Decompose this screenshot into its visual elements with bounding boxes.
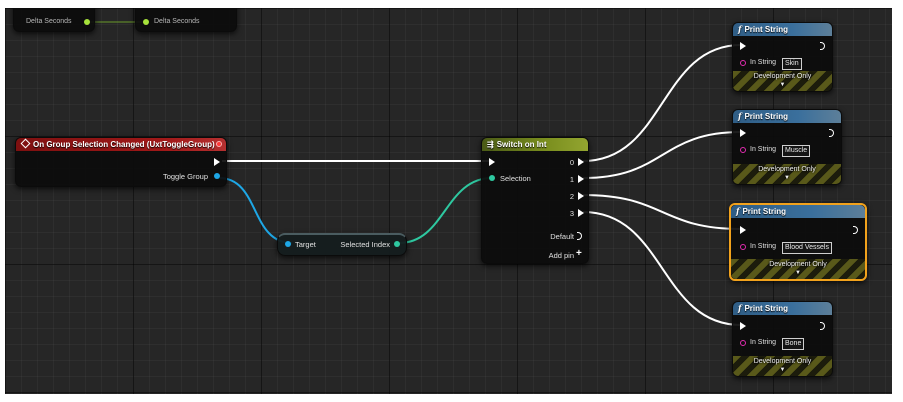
function-icon: f bbox=[736, 206, 740, 216]
delta-seconds-label: Delta Seconds bbox=[154, 18, 200, 25]
expand-arrow-icon[interactable]: ▼ bbox=[784, 175, 790, 181]
wire-selected-index-to-selection[interactable] bbox=[398, 177, 493, 244]
default-label: Default bbox=[550, 232, 574, 241]
wire-switch-3-to-print-bone[interactable] bbox=[582, 211, 742, 326]
in-string-value-field[interactable]: Blood Vessels bbox=[782, 242, 832, 254]
print-string-title: Print String bbox=[742, 207, 787, 216]
event-diamond-icon bbox=[20, 138, 31, 149]
switch-output-pin-1[interactable] bbox=[578, 175, 584, 183]
print-exec-output-pin[interactable] bbox=[829, 129, 834, 137]
switch-output-pin-0[interactable] bbox=[578, 158, 584, 166]
toggle-group-label: Toggle Group bbox=[162, 172, 208, 181]
delta-seconds-pin[interactable] bbox=[84, 19, 90, 25]
target-input-pin[interactable] bbox=[285, 241, 291, 247]
development-only-banner: Development Only ▼ bbox=[731, 259, 865, 279]
event-delegate-pin[interactable] bbox=[216, 141, 222, 147]
development-only-banner: Development Only ▼ bbox=[733, 356, 832, 376]
switch-output-label-0: 0 bbox=[569, 158, 574, 167]
plus-icon[interactable]: + bbox=[576, 248, 582, 259]
add-pin-button[interactable]: Add pin bbox=[548, 251, 574, 260]
target-label: Target bbox=[295, 240, 316, 249]
expand-arrow-icon[interactable]: ▼ bbox=[779, 367, 786, 373]
switch-on-int-node[interactable]: ⇶Switch on Int Selection 0 1 2 3 Default… bbox=[481, 137, 589, 264]
in-string-pin[interactable] bbox=[740, 147, 746, 153]
switch-output-pin-3[interactable] bbox=[578, 209, 584, 217]
print-exec-input-pin[interactable] bbox=[740, 129, 746, 137]
switch-output-label-1: 1 bbox=[569, 175, 574, 184]
development-only-label: Development Only bbox=[769, 261, 827, 268]
switch-icon: ⇶ bbox=[487, 140, 494, 149]
event-exec-output-pin[interactable] bbox=[214, 158, 220, 166]
delta-seconds-node-left[interactable]: Delta Seconds bbox=[13, 8, 95, 32]
print-exec-input-pin[interactable] bbox=[740, 322, 746, 330]
development-only-label: Development Only bbox=[753, 358, 812, 365]
event-node-title: On Group Selection Changed (UxtToggleGro… bbox=[33, 140, 215, 149]
print-exec-input-pin[interactable] bbox=[740, 226, 746, 234]
default-output-pin[interactable] bbox=[577, 232, 582, 240]
delta-seconds-node-right[interactable]: Delta Seconds bbox=[135, 8, 237, 32]
in-string-value-field[interactable]: Bone bbox=[782, 338, 805, 350]
function-icon: f bbox=[738, 303, 742, 313]
wire-layer bbox=[84, 21, 742, 326]
function-icon: f bbox=[738, 111, 742, 121]
event-node-on-group-selection-changed[interactable]: On Group Selection Changed (UxtToggleGro… bbox=[15, 137, 227, 187]
selection-label: Selection bbox=[500, 174, 531, 183]
selected-index-output-pin[interactable] bbox=[394, 241, 400, 247]
in-string-pin[interactable] bbox=[740, 244, 746, 250]
switch-output-label-2: 2 bbox=[569, 192, 574, 201]
development-only-label: Development Only bbox=[753, 73, 812, 80]
blueprint-graph-canvas[interactable]: Delta Seconds Delta Seconds On Group Sel… bbox=[5, 8, 892, 394]
delta-seconds-label: Delta Seconds bbox=[26, 18, 72, 25]
development-only-banner: Development Only ▼ bbox=[733, 164, 841, 184]
in-string-label: In String bbox=[750, 146, 777, 153]
get-selected-index-node[interactable]: Target Selected Index bbox=[277, 233, 407, 256]
delta-seconds-input-pin[interactable] bbox=[143, 19, 149, 25]
in-string-pin[interactable] bbox=[740, 60, 746, 66]
in-string-value-field[interactable]: Skin bbox=[782, 58, 802, 70]
switch-output-label-3: 3 bbox=[569, 209, 574, 218]
print-exec-output-pin[interactable] bbox=[820, 42, 825, 50]
in-string-label: In String bbox=[750, 339, 777, 346]
in-string-value-field[interactable]: Muscle bbox=[782, 145, 811, 157]
print-exec-output-pin[interactable] bbox=[853, 226, 858, 234]
print-string-title: Print String bbox=[744, 112, 789, 121]
in-string-label: In String bbox=[750, 59, 777, 66]
print-string-title: Print String bbox=[744, 304, 789, 313]
print-exec-output-pin[interactable] bbox=[820, 322, 825, 330]
expand-arrow-icon[interactable]: ▼ bbox=[795, 270, 801, 276]
wire-switch-2-to-print-blood[interactable] bbox=[582, 194, 742, 230]
selection-input-pin[interactable] bbox=[489, 175, 495, 181]
toggle-group-pin[interactable] bbox=[214, 173, 220, 179]
switch-exec-input-pin[interactable] bbox=[489, 158, 495, 166]
selected-index-label: Selected Index bbox=[340, 240, 390, 249]
expand-arrow-icon[interactable]: ▼ bbox=[779, 82, 786, 88]
in-string-pin[interactable] bbox=[740, 340, 746, 346]
print-exec-input-pin[interactable] bbox=[740, 42, 746, 50]
switch-output-pin-2[interactable] bbox=[578, 192, 584, 200]
event-node-header[interactable]: On Group Selection Changed (UxtToggleGro… bbox=[16, 138, 226, 151]
wire-switch-0-to-print-skin[interactable] bbox=[582, 44, 742, 162]
in-string-label: In String bbox=[750, 243, 777, 250]
function-icon: f bbox=[738, 24, 742, 34]
development-only-label: Development Only bbox=[758, 166, 816, 173]
switch-node-header[interactable]: ⇶Switch on Int bbox=[482, 138, 588, 151]
development-only-banner: Development Only ▼ bbox=[733, 71, 832, 91]
wire-switch-1-to-print-muscle[interactable] bbox=[582, 131, 742, 179]
switch-node-title: Switch on Int bbox=[496, 140, 547, 149]
print-string-title: Print String bbox=[744, 25, 789, 34]
